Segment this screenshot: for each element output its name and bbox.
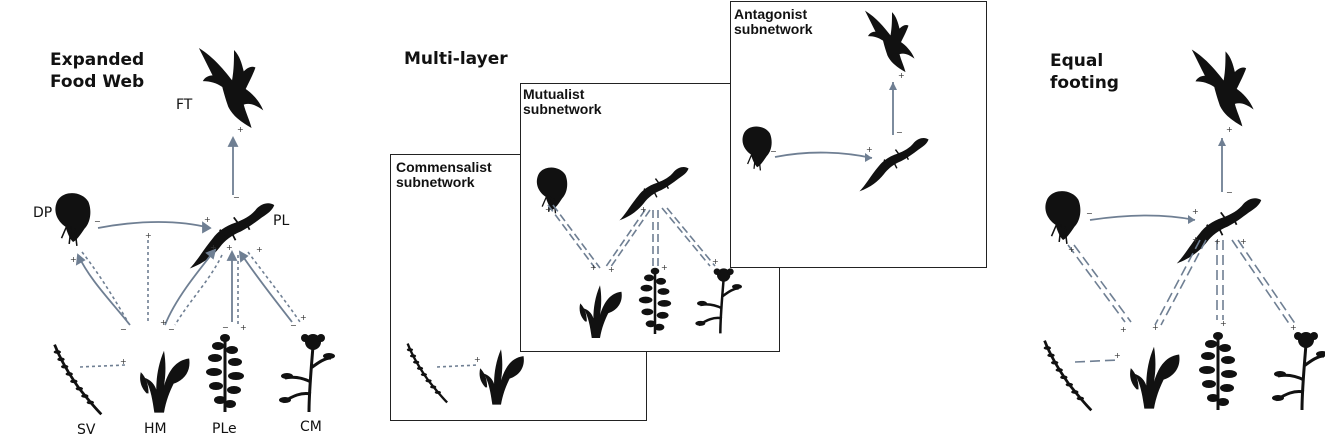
svg-text:−: −	[94, 217, 101, 226]
equal-umbel-plant-icon	[1270, 330, 1325, 410]
leafy-plant-icon	[140, 350, 190, 413]
svg-text:+: +	[1152, 323, 1159, 332]
svg-text:−: −	[222, 323, 229, 332]
svg-text:+: +	[1068, 245, 1075, 254]
edge-dp-pl	[97, 221, 211, 229]
expanded-panel: +− −+ +− ++ −+ −+ ++ −+ +	[52, 48, 335, 416]
expanded-food-web-title: Expanded Food Web	[50, 50, 145, 92]
commensalist-spike-plant-icon	[405, 342, 449, 404]
equal-leafy-plant-icon	[1130, 346, 1180, 409]
commensalist-leafy-plant-icon	[479, 349, 524, 405]
mutualist-small-leaved-plant-icon	[637, 266, 673, 334]
umbel-plant-icon	[277, 332, 335, 412]
label-pl: PL	[273, 213, 290, 229]
svg-text:+: +	[1114, 351, 1121, 360]
svg-text:−: −	[233, 193, 240, 202]
svg-text:−: −	[290, 321, 297, 330]
svg-text:+: +	[237, 125, 244, 134]
svg-text:−: −	[896, 128, 903, 137]
edge-dp-hm-dotted	[81, 251, 129, 323]
svg-text:+: +	[210, 243, 217, 252]
svg-text:+: +	[204, 215, 211, 224]
edge-hm-dp	[77, 254, 131, 326]
equal-footing-title: Equal footing	[1050, 51, 1119, 93]
antagonist-falcon-icon	[865, 10, 915, 73]
spike-plant-icon	[52, 343, 103, 416]
mutualist-leafy-plant-icon	[579, 285, 622, 338]
svg-text:+: +	[300, 313, 307, 322]
svg-text:+: +	[866, 145, 873, 154]
svg-text:+: +	[898, 71, 905, 80]
svg-text:+: +	[145, 231, 152, 240]
equal-spike-plant-icon	[1042, 339, 1093, 412]
mutualist-umbel-plant-icon	[694, 267, 742, 334]
equal-falcon-icon	[1191, 49, 1254, 127]
label-sv: SV	[77, 422, 96, 438]
small-leaved-plant-icon	[204, 332, 246, 412]
svg-text:+: +	[1192, 207, 1199, 216]
label-ft: FT	[176, 97, 193, 113]
svg-text:+: +	[590, 263, 597, 272]
mutualist-label: Mutualist subnetwork	[523, 86, 602, 117]
falcon-icon	[198, 48, 264, 128]
label-dp: DP	[33, 205, 53, 221]
edge-pl-cm-dotted	[247, 251, 301, 323]
edge-sv-hm-dotted	[79, 364, 126, 368]
svg-text:+: +	[1290, 323, 1297, 332]
svg-text:+: +	[640, 205, 647, 214]
svg-text:+: +	[1240, 237, 1247, 246]
commensalist-label: Commensalist subnetwork	[396, 159, 492, 190]
svg-text:+: +	[608, 265, 615, 274]
svg-text:+: +	[474, 355, 481, 364]
label-hm: HM	[144, 421, 167, 437]
svg-text:−: −	[770, 147, 777, 156]
svg-text:+: +	[1226, 125, 1233, 134]
svg-text:+: +	[120, 357, 127, 366]
svg-text:−: −	[1086, 209, 1093, 218]
svg-text:+: +	[1220, 319, 1227, 328]
svg-text:−: −	[1226, 188, 1233, 197]
equal-fly-icon	[1044, 190, 1082, 245]
svg-text:+: +	[226, 243, 233, 252]
edge-pl-hm-dotted	[174, 254, 223, 326]
label-ple: PLe	[212, 421, 237, 437]
svg-text:+: +	[712, 257, 719, 266]
svg-text:+: +	[1214, 237, 1221, 246]
multi-layer-title: Multi-layer	[404, 49, 508, 69]
svg-text:+: +	[256, 245, 263, 254]
mutualist-fly-icon	[536, 166, 568, 215]
antagonist-label: Antagonist subnetwork	[734, 6, 813, 37]
edge-hm-pl	[164, 249, 216, 326]
svg-text:+: +	[240, 323, 247, 332]
svg-text:−: −	[120, 325, 127, 334]
svg-text:+: +	[1120, 325, 1127, 334]
label-cm: CM	[300, 419, 322, 435]
fly-icon	[54, 192, 92, 247]
mutualist-lizard-icon	[618, 166, 690, 222]
antagonist-box	[730, 1, 987, 268]
svg-text:−: −	[168, 325, 175, 334]
equal-lizard-icon	[1175, 197, 1263, 265]
equal-panel: + − − + + + + + + + + + +	[1042, 49, 1325, 412]
svg-text:+: +	[70, 255, 77, 264]
edge-cm-pl	[239, 251, 293, 323]
svg-text:+: +	[545, 205, 552, 214]
svg-text:+: +	[160, 318, 167, 327]
antagonist-fly-icon	[741, 125, 773, 172]
svg-text:+: +	[661, 263, 668, 272]
svg-text:+: +	[1192, 235, 1199, 244]
equal-small-leaved-plant-icon	[1197, 330, 1239, 410]
multilayer-panel: + + + + + + +	[405, 10, 930, 405]
